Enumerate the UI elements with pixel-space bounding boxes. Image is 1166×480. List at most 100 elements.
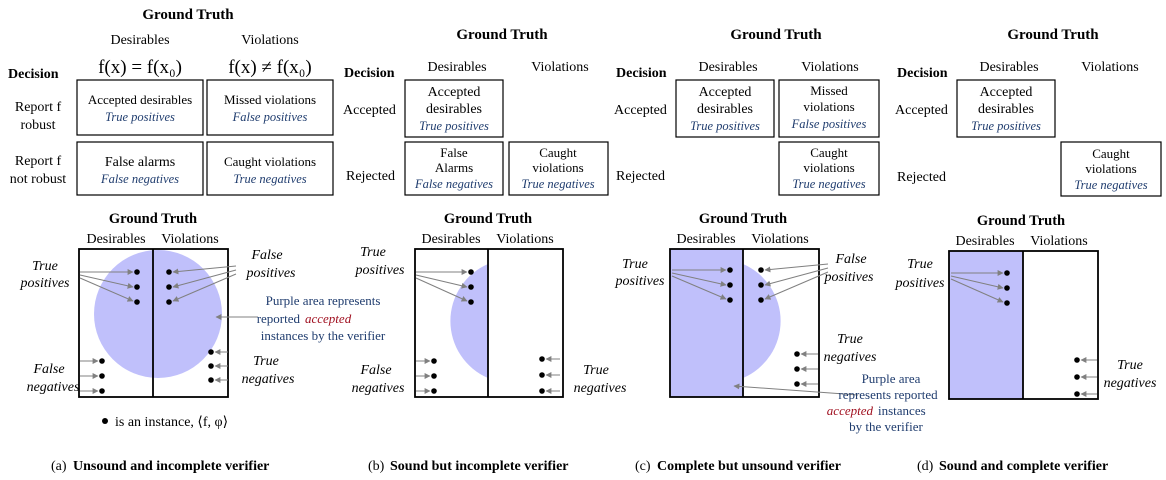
desirables-header: Desirables [427, 60, 486, 75]
false-alarms-cell [76, 141, 204, 196]
true-negatives-label: negatives [1104, 376, 1157, 391]
instance-dot [1074, 357, 1080, 363]
instance-dot [758, 282, 764, 288]
missed-violations-cell [778, 79, 880, 138]
cell-label: Alarms [435, 160, 473, 175]
accepted-desirables-cell [404, 79, 504, 138]
cell-label: violations [803, 160, 854, 175]
cell-label: Missed [810, 83, 848, 98]
instance-dots [727, 267, 800, 387]
cell-label: violations [1085, 161, 1136, 176]
ground-truth-heading: Ground Truth [109, 211, 197, 227]
instance-dot [468, 284, 474, 290]
violations-header: Violations [1030, 234, 1088, 249]
accepted-row-label: Accepted [614, 103, 667, 118]
violations-header: Violations [496, 232, 554, 247]
cell-label: Accepted [699, 85, 752, 100]
cell-label: Accepted desirables [88, 92, 192, 107]
desirables-header: Desirables [421, 232, 480, 247]
violations-header: Violations [161, 232, 219, 247]
true-negatives-label: negatives [824, 350, 877, 365]
accepted-row-label: Accepted [895, 103, 948, 118]
ground-truth-heading: Ground Truth [142, 7, 234, 23]
true-negatives-label: True [837, 332, 863, 347]
ground-truth-heading: Ground Truth [444, 211, 532, 227]
violation-equation: f(x) ≠ f(x₀) [228, 57, 312, 78]
ground-truth-heading: Ground Truth [456, 27, 548, 43]
instance-dot [727, 297, 733, 303]
instance-dot [166, 284, 172, 290]
false-positives-label: False [250, 248, 282, 263]
annotation-line: instances by the verifier [261, 328, 386, 343]
instance-dot [431, 358, 437, 364]
caption-d: Sound and complete verifier [939, 459, 1108, 474]
desirables-header: Desirables [955, 234, 1014, 249]
ground-truth-heading: Ground Truth [977, 213, 1065, 229]
true-positives-label: True [32, 259, 58, 274]
decision-header: Decision [344, 66, 395, 81]
caught-violations-cell [778, 141, 880, 196]
desirables-header: Desirables [86, 232, 145, 247]
true-negatives-label: True [583, 363, 609, 378]
instance-dots [431, 269, 545, 394]
annotation-accepted: accepted [305, 311, 352, 326]
false-negatives-label: negatives [27, 380, 80, 395]
violations-header: Violations [801, 60, 859, 75]
instance-dot [794, 366, 800, 372]
false-negatives-label: False [32, 362, 64, 377]
cell-sublabel: True positives [419, 119, 489, 133]
true-positives-label: positives [355, 263, 406, 278]
true-negatives-label: True [1117, 358, 1143, 373]
caption-c-prefix: (c) [635, 459, 651, 474]
missed-violations-cell [206, 79, 334, 136]
cell-label: Accepted [428, 85, 481, 100]
accepted-desirables-cell [675, 79, 775, 138]
cell-sublabel: True negatives [233, 172, 306, 186]
instance-dot [468, 269, 474, 275]
true-positives-label: positives [895, 276, 946, 291]
caught-violations-cell [508, 141, 609, 196]
false-positives-label: positives [246, 266, 297, 281]
true-positives-label: True [360, 245, 386, 260]
cell-label: violations [532, 160, 583, 175]
instance-dot [1004, 300, 1010, 306]
instance-dot [794, 351, 800, 357]
true-positives-label: True [622, 257, 648, 272]
decision-header: Decision [616, 66, 667, 81]
desirable-equation: f(x) = f(x₀) [98, 57, 182, 78]
violations-header: Violations [1081, 60, 1139, 75]
instance-dot [468, 299, 474, 305]
violations-header: Violations [241, 33, 299, 48]
instance-dot [539, 388, 545, 394]
instance-dot [727, 282, 733, 288]
purple-area-annotation: Purple area represents reported accepted… [827, 371, 938, 434]
accepted-area [949, 251, 1023, 399]
caption-b-prefix: (b) [368, 459, 385, 474]
purple-area-annotation: Purple area represents reported accepted… [257, 293, 386, 343]
accepted-row-label: Accepted [343, 103, 396, 118]
instance-dot [134, 269, 140, 275]
caption-b: Sound but incomplete verifier [390, 459, 569, 474]
accepted-area-violations [743, 264, 781, 378]
instance-dot [431, 388, 437, 394]
instance-box [669, 248, 820, 398]
cell-sublabel: True negatives [1074, 178, 1147, 192]
cell-label: Caught [1092, 146, 1130, 161]
annotation-accepted: accepted [827, 403, 874, 418]
cell-sublabel: True positives [105, 110, 175, 124]
decision-header: Decision [8, 67, 59, 82]
ground-truth-heading: Ground Truth [730, 27, 822, 43]
accepted-area-desirables [670, 249, 743, 397]
annotation-line: by the verifier [849, 419, 923, 434]
accepted-area [450, 264, 488, 378]
pointer-arrows [79, 265, 258, 394]
instance-dot [794, 381, 800, 387]
annotation-line: reported [257, 311, 301, 326]
pointer-arrows [415, 269, 560, 394]
instance-dot [134, 284, 140, 290]
false-alarms-cell [404, 141, 504, 196]
legend-text: is an instance, ⟨f, φ⟩ [115, 415, 228, 430]
instance-dots [99, 269, 214, 394]
instance-box [414, 248, 564, 398]
instance-dot [208, 377, 214, 383]
